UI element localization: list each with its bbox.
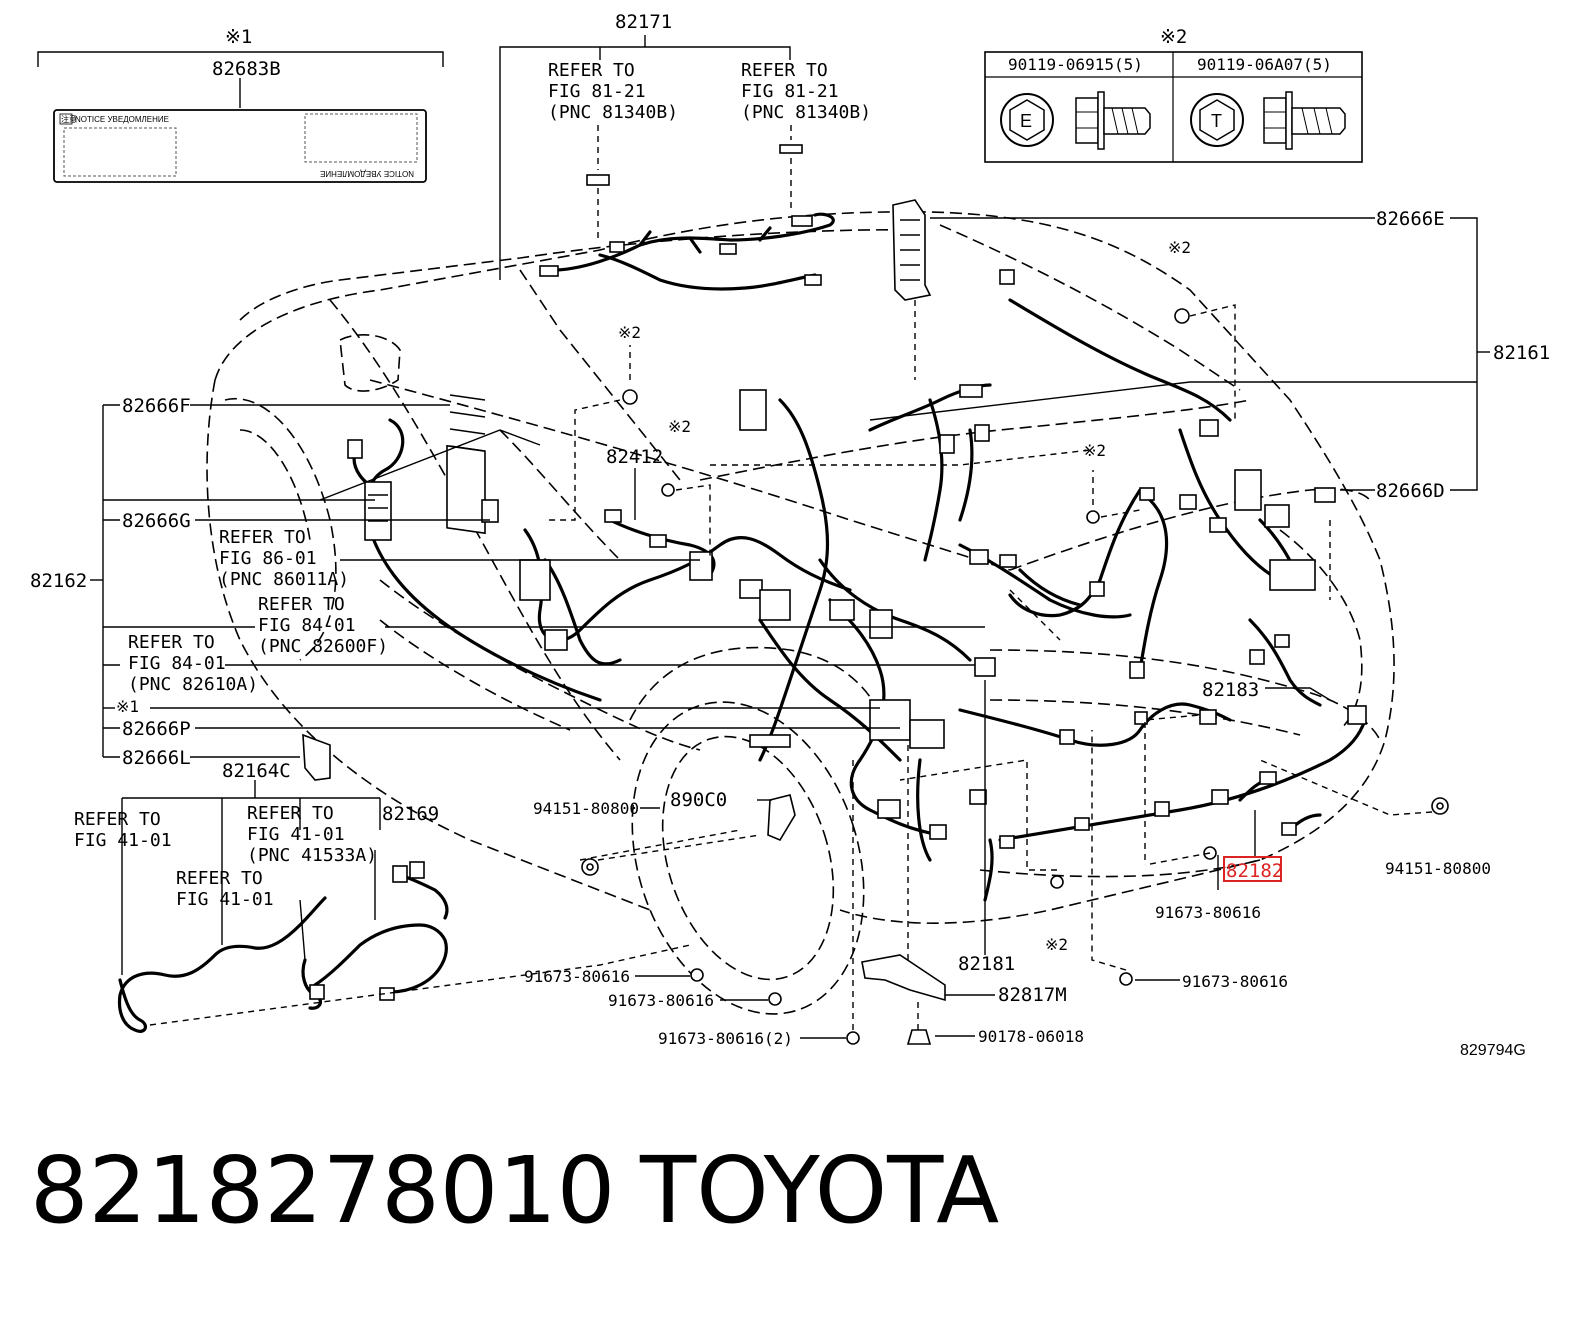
svg-text:FIG 81-21: FIG 81-21 [548,81,646,102]
bolt-letter-t: T [1211,111,1222,131]
ref-fig-81-21-left: REFER TO FIG 81-21 (PNC 81340B) [548,60,678,123]
note-mark-2: ※2 [668,417,691,436]
svg-text:FIG 84-01: FIG 84-01 [128,653,226,674]
ref-fig-84-01-82610A: REFER TO FIG 84-01 (PNC 82610A) [128,632,258,695]
svg-text:(PNC 81340B): (PNC 81340B) [741,102,871,123]
notice-label-82683B: 注意 NOTICE УВЕДОМЛЕНИЕ NOTICE УВЕДОМЛЕНИЕ [53,109,427,183]
svg-text:REFER TO: REFER TO [128,632,215,653]
label-82666P: 82666P [122,718,191,740]
notice-label-text-inverted: NOTICE УВЕДОМЛЕНИЕ [320,169,414,178]
bolt-icon [1086,510,1100,524]
bolt-icon [661,483,675,497]
note-mark-2: ※2 [618,323,641,342]
svg-text:(PNC 41533A): (PNC 41533A) [247,845,377,866]
svg-text:FIG 41-01: FIG 41-01 [247,824,345,845]
brand-title: TOYOTA [639,1137,999,1244]
label-82666L: 82666L [122,747,191,769]
reference-labels: REFER TO FIG 81-21 (PNC 81340B) REFER TO… [74,60,871,910]
svg-text:(PNC 86011A): (PNC 86011A) [219,569,349,590]
highlight-box-82182 [1223,856,1282,882]
fasteners [581,308,1449,1045]
ref-fig-41-01-c: REFER TO FIG 41-01 [176,868,274,910]
note-mark-2: ※2 [1160,26,1187,48]
leader-lines [37,35,1490,1039]
svg-text:(PNC 81340B): (PNC 81340B) [548,102,678,123]
svg-text:FIG 86-01: FIG 86-01 [219,548,317,569]
label-82169: 82169 [382,803,439,825]
bolt-icon [768,992,782,1006]
flange-bolt-icon: E [1000,91,1151,150]
label-82182-highlighted: 82182 [1226,860,1283,882]
svg-text:FIG 41-01: FIG 41-01 [74,830,172,851]
ref-fig-81-21-right: REFER TO FIG 81-21 (PNC 81340B) [741,60,871,123]
label-94151-left: 94151-80800 [533,799,639,818]
svg-text:REFER TO: REFER TO [247,803,334,824]
note-mark-2: ※2 [1045,935,1068,954]
label-82666G: 82666G [122,510,191,532]
svg-text:FIG 81-21: FIG 81-21 [741,81,839,102]
svg-text:(PNC 82610A): (PNC 82610A) [128,674,258,695]
label-91673-a: 91673-80616 [1155,903,1261,922]
label-82181: 82181 [958,953,1015,975]
bolt-icon [622,389,638,405]
svg-text:REFER TO: REFER TO [176,868,263,889]
connectors [302,144,1367,1002]
note-mark-1: ※1 [116,697,139,716]
label-91673-d: 91673-80616 [608,991,714,1010]
label-82164C: 82164C [222,760,291,782]
label-890C0: 890C0 [670,789,727,811]
note-mark-1: ※1 [225,26,252,48]
label-82412: 82412 [606,446,663,468]
ref-fig-41-01-b: REFER TO FIG 41-01 (PNC 41533A) [247,803,377,866]
svg-text:FIG 84-01: FIG 84-01 [258,615,356,636]
nut-icon [581,858,599,876]
bolt-icon [690,968,704,982]
svg-text:(PNC 82600F): (PNC 82600F) [258,636,388,657]
flange-bolt-icon: T [1190,91,1346,150]
notice-label-icon-text: 注意 [61,114,77,124]
label-94151-right: 94151-80800 [1385,859,1491,878]
part-number-title: 8218278010 [30,1137,615,1244]
svg-text:REFER TO: REFER TO [219,527,306,548]
svg-text:FIG 41-01: FIG 41-01 [176,889,274,910]
label-91673-b: 91673-80616 [1182,972,1288,991]
label-82183: 82183 [1202,679,1259,701]
label-82162: 82162 [30,570,87,592]
bolt-icon [846,1031,860,1045]
ref-fig-41-01-a: REFER TO FIG 41-01 [74,809,172,851]
label-91673-e: 91673-80616(2) [658,1029,793,1048]
notice-label-text: NOTICE УВЕДОМЛЕНИЕ [75,115,169,124]
label-82171: 82171 [615,11,672,33]
bolt-icon [1119,972,1133,986]
label-91673-c: 91673-80616 [524,967,630,986]
bolt-letter-e: E [1020,111,1032,131]
label-82817M: 82817M [998,984,1067,1006]
fastener-table-col2-part: 90119-06A07(5) [1197,55,1332,74]
nut-icon [1431,797,1449,815]
svg-text:REFER TO: REFER TO [258,594,345,615]
label-82161: 82161 [1493,342,1550,364]
fastener-table: 90119-06915(5) 90119-06A07(5) E T [984,51,1363,163]
note-mark-2: ※2 [1168,238,1191,257]
label-90178: 90178-06018 [978,1027,1084,1046]
svg-text:REFER TO: REFER TO [74,809,161,830]
bolt-icon [1050,875,1064,889]
figure-id: 829794G [1460,1042,1526,1059]
label-82666D: 82666D [1376,480,1445,502]
label-82666E: 82666E [1376,208,1445,230]
svg-text:REFER TO: REFER TO [741,60,828,81]
ref-fig-84-01-82600F: REFER TO FIG 84-01 (PNC 82600F) [258,594,388,657]
ref-fig-86-01: REFER TO FIG 86-01 (PNC 86011A) [219,527,349,590]
note-mark-2: ※2 [1083,441,1106,460]
fastener-table-col1-part: 90119-06915(5) [1008,55,1143,74]
part-labels: 82683B 82171 82666E 82161 82666D 82666F … [30,11,1550,1048]
clip-icon [906,1029,932,1045]
label-82666F: 82666F [122,395,191,417]
label-82683B: 82683B [212,58,281,80]
svg-text:REFER TO: REFER TO [548,60,635,81]
bolt-icon [1174,308,1190,324]
